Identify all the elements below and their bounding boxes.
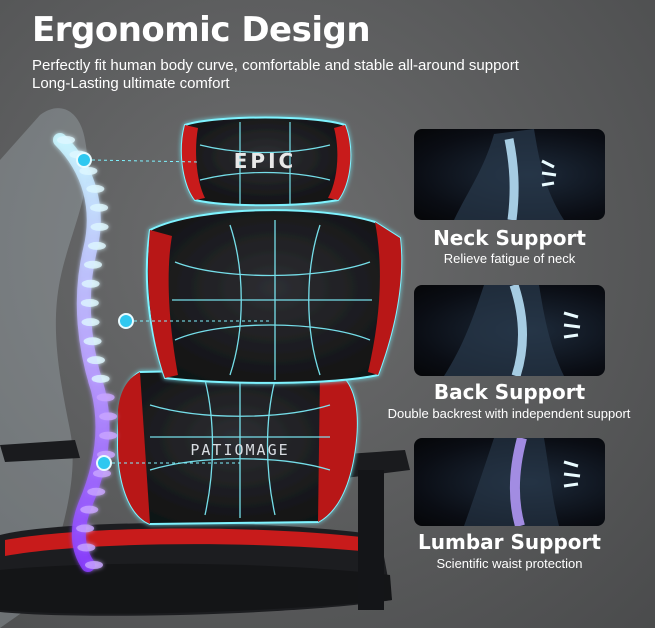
vertebra [80, 505, 99, 514]
vertebra [91, 374, 110, 383]
body-silhouette [0, 108, 88, 628]
lumbar-cushion: PATIOMAGE [116, 366, 358, 526]
neck-support-image [414, 129, 605, 220]
lumbar-vertebrae [509, 438, 527, 526]
pressure-arrows [563, 311, 581, 339]
lumbar-support-image [414, 438, 605, 526]
headrest-logo: EPIC [234, 149, 296, 173]
lumbar-support-title: Lumbar Support [418, 530, 601, 554]
vertebra [57, 136, 75, 144]
vertebra [87, 487, 106, 496]
vertebra [99, 431, 118, 440]
vertebra [81, 318, 100, 327]
pressure-arrows [563, 460, 581, 488]
seat [0, 522, 392, 616]
neck-support-title: Neck Support [433, 226, 586, 250]
back-vertebrae [509, 285, 527, 376]
page-subtitle: Perfectly fit human body curve, comforta… [32, 57, 519, 92]
brand-text: PATIOMAGE [190, 441, 289, 459]
back-callout [118, 313, 270, 329]
back-support-desc: Double backrest with independent support [387, 406, 631, 421]
vertebra [84, 260, 103, 269]
headrest: EPIC [180, 116, 352, 207]
neck-vertebrae [504, 138, 519, 220]
vertebra [96, 393, 115, 402]
neck-support-desc: Relieve fatigue of neck [443, 251, 576, 266]
back-cushion [145, 209, 403, 384]
pressure-arrows [541, 159, 557, 187]
vertebra [86, 184, 105, 193]
vertebra [87, 241, 106, 250]
vertebra [86, 356, 105, 365]
vertebra [81, 279, 100, 288]
lumbar-support-desc: Scientific waist protection [436, 556, 583, 571]
vertebra [93, 469, 112, 478]
back-support-title: Back Support [433, 380, 586, 404]
lumbar-callout [96, 455, 240, 471]
back-support-image [414, 285, 605, 376]
neck-callout [76, 152, 201, 168]
vertebra [77, 543, 96, 552]
vertebra [85, 561, 103, 569]
spine-illustration [53, 133, 118, 572]
vertebra [90, 203, 109, 212]
vertebra [80, 298, 99, 307]
vertebra [79, 167, 98, 176]
page-title: Ergonomic Design [32, 10, 371, 50]
vertebra [76, 524, 95, 533]
vertebra [83, 337, 102, 346]
vertebra [90, 222, 109, 231]
vertebra [99, 412, 118, 421]
